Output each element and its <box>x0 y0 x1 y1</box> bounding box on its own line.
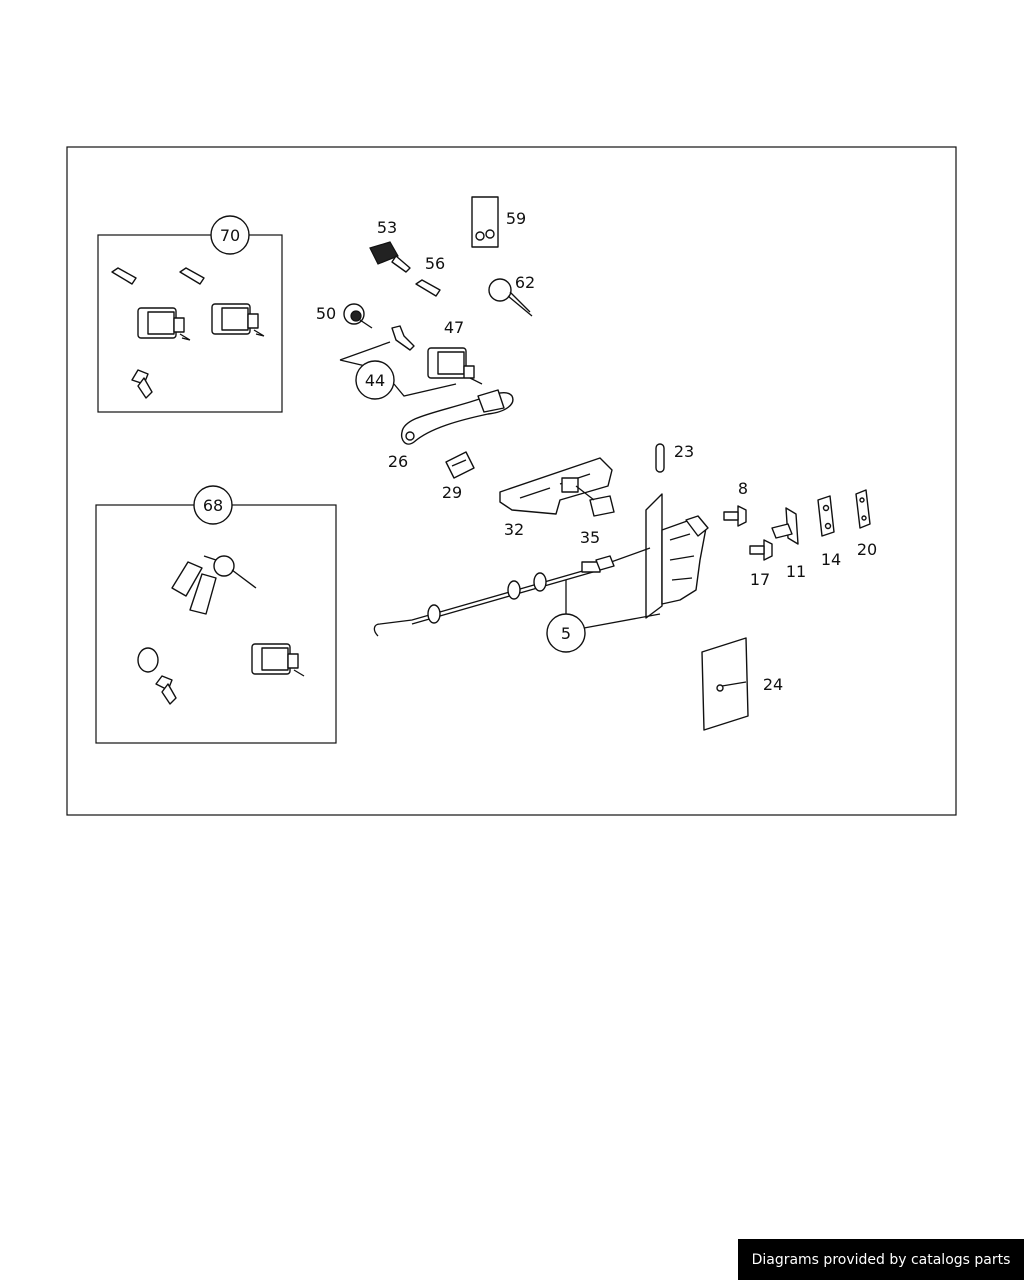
label-50: 50 <box>316 304 336 323</box>
part-35-bracket <box>575 485 615 517</box>
kit-70-lock-cylinder-right <box>211 303 265 337</box>
kit-70-key-left <box>111 267 137 285</box>
label-17: 17 <box>750 570 770 589</box>
label-24: 24 <box>763 675 783 694</box>
kit-70-plunger <box>131 369 153 399</box>
part-key-flat <box>391 325 415 351</box>
kit-68-box <box>95 504 337 744</box>
label-20: 20 <box>857 540 877 559</box>
label-29: 29 <box>442 483 462 502</box>
label-8: 8 <box>738 479 748 498</box>
callout-44-circle <box>355 360 395 400</box>
diagram-frame <box>66 146 957 816</box>
part-29-clip <box>445 451 475 479</box>
label-59: 59 <box>506 209 526 228</box>
part-56-key-blank <box>415 279 441 297</box>
part-24-panel <box>701 637 749 731</box>
attribution-footer: Diagrams provided by catalogs parts <box>738 1239 1024 1280</box>
kit-70-box <box>97 234 283 413</box>
part-50-cylinder-cap <box>343 303 373 329</box>
label-47: 47 <box>444 318 464 337</box>
callout-5: 5 <box>561 624 571 643</box>
kit-68-lock-cylinder <box>251 643 305 677</box>
part-26-door-handle <box>400 389 514 445</box>
label-26: 26 <box>388 452 408 471</box>
kit-68-callout-circle <box>193 485 233 525</box>
label-56: 56 <box>425 254 445 273</box>
kit-70-key-right <box>179 267 205 285</box>
callout-44: 44 <box>365 371 385 390</box>
callout-5-leader <box>565 580 661 629</box>
kit-68-callout: 68 <box>203 496 223 515</box>
label-53: 53 <box>377 218 397 237</box>
part-11-striker <box>771 507 799 545</box>
part-47-lock-cylinder <box>427 347 483 385</box>
kit-68-key-remote <box>171 555 257 615</box>
label-32: 32 <box>504 520 524 539</box>
part-5-cable <box>373 547 651 637</box>
kit-70-lock-cylinder-left <box>137 307 191 341</box>
label-14: 14 <box>821 550 841 569</box>
kit-70-callout-circle <box>210 215 250 255</box>
part-17-screw <box>749 539 773 561</box>
label-62: 62 <box>515 273 535 292</box>
part-23-pin <box>655 443 665 473</box>
part-59-pad <box>471 196 499 248</box>
kit-68-group: 68 <box>95 485 337 744</box>
kit-68-bushing <box>137 647 159 673</box>
part-62-key <box>488 278 533 317</box>
kit-70-group: 70 <box>97 215 283 413</box>
part-53-key <box>369 241 411 273</box>
part-8-screw <box>723 505 747 527</box>
part-20-shim <box>855 489 871 529</box>
callout-5-circle <box>546 613 586 653</box>
kit-70-callout: 70 <box>220 226 240 245</box>
part-14-plate <box>817 495 835 537</box>
label-23: 23 <box>674 442 694 461</box>
part-door-lock <box>645 493 709 619</box>
label-35: 35 <box>580 528 600 547</box>
part-32-handle-carrier <box>499 457 613 515</box>
kit-68-plunger <box>155 675 177 705</box>
label-11: 11 <box>786 562 806 581</box>
